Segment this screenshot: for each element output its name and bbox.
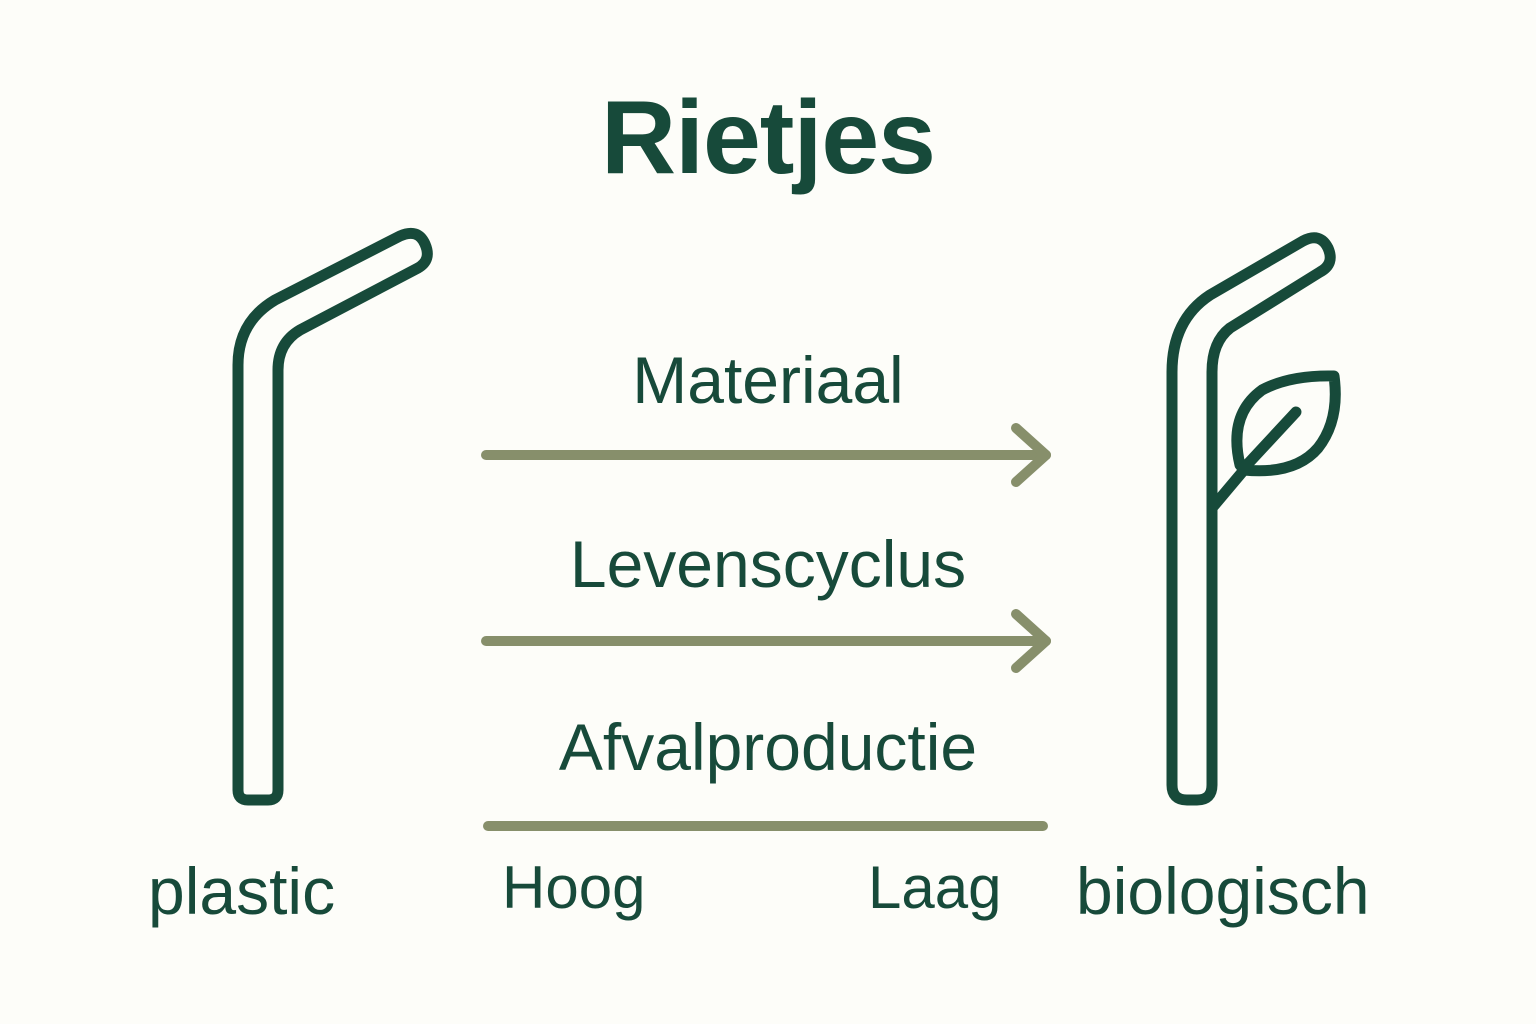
bent-straw-icon — [232, 227, 433, 806]
scale-high-label: Hoog — [502, 854, 646, 921]
bent-straw-with-leaf-icon — [1166, 232, 1341, 806]
arrow-right-icon — [481, 423, 1051, 487]
diagram-title: Rietjes — [600, 80, 936, 196]
comparison-label-afvalproductie: Afvalproductie — [558, 710, 978, 784]
biologisch-label: biologisch — [1076, 854, 1370, 928]
comparison-label-materiaal: Materiaal — [632, 343, 904, 417]
arrow-right-icon — [481, 609, 1051, 673]
comparison-label-levenscyclus: Levenscyclus — [569, 527, 967, 601]
plastic-label: plastic — [148, 854, 336, 928]
scale-low-label: Laag — [868, 854, 1002, 921]
